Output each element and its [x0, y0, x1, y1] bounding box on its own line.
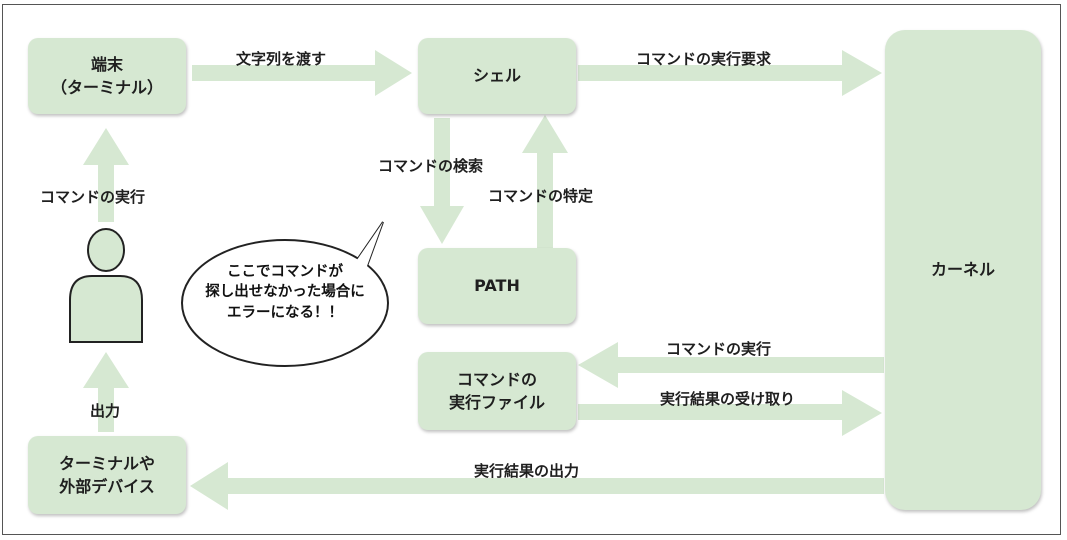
command-file-box: コマンドの 実行ファイル [418, 352, 576, 430]
label-user-exec: コマンドの実行 [40, 188, 146, 206]
label-output: 出力 [90, 402, 121, 420]
path-box-label: PATH [474, 276, 520, 296]
arrow-shell-to-kernel [578, 50, 882, 96]
label-result-output: 実行結果の出力 [474, 462, 580, 480]
output-device-box-line1: ターミナルや [58, 453, 155, 473]
bubble-line3: エラーになる！！ [227, 304, 343, 321]
label-exec-request: コマンドの実行要求 [636, 50, 772, 68]
arrow-shell-to-path [420, 118, 464, 244]
path-box: PATH [418, 248, 576, 324]
terminal-box: 端末 （ターミナル） [28, 38, 186, 114]
command-file-box-line2: 実行ファイル [448, 393, 545, 412]
arrow-kernel-to-cmdfile [578, 342, 884, 388]
shell-box-label: シェル [472, 66, 521, 86]
arrow-output-to-user [83, 352, 129, 432]
label-pass-string: 文字列を渡す [236, 50, 327, 68]
label-kernel-exec: コマンドの実行 [666, 340, 772, 358]
arrow-kernel-to-output [190, 462, 884, 510]
command-file-box-line1: コマンドの [456, 369, 537, 389]
output-device-box-line2: 外部デバイス [59, 477, 155, 496]
label-receive-result: 実行結果の受け取り [660, 390, 796, 408]
person-icon [69, 228, 143, 343]
speech-bubble-shape [181, 221, 389, 367]
bubble-line2: 探し出せなかった場合に [205, 284, 365, 301]
terminal-box-line2: （ターミナル） [50, 78, 163, 97]
arrow-path-to-shell [522, 115, 568, 248]
arrow-terminal-to-shell [192, 50, 412, 96]
output-device-box: ターミナルや 外部デバイス [28, 436, 186, 514]
arrow-cmdfile-to-kernel [578, 390, 882, 436]
kernel-box-label: カーネル [930, 260, 995, 280]
terminal-box-line1: 端末 [90, 54, 123, 74]
speech-bubble-text: ここでコマンドが 探し出せなかった場合に エラーになる！！ [178, 262, 392, 323]
bubble-line1: ここでコマンドが [227, 264, 343, 280]
label-command-search: コマンドの検索 [378, 157, 484, 175]
kernel-box: カーネル [885, 30, 1041, 510]
arrow-user-to-terminal [83, 128, 129, 222]
shell-box: シェル [418, 38, 576, 114]
label-command-identify: コマンドの特定 [488, 187, 594, 205]
